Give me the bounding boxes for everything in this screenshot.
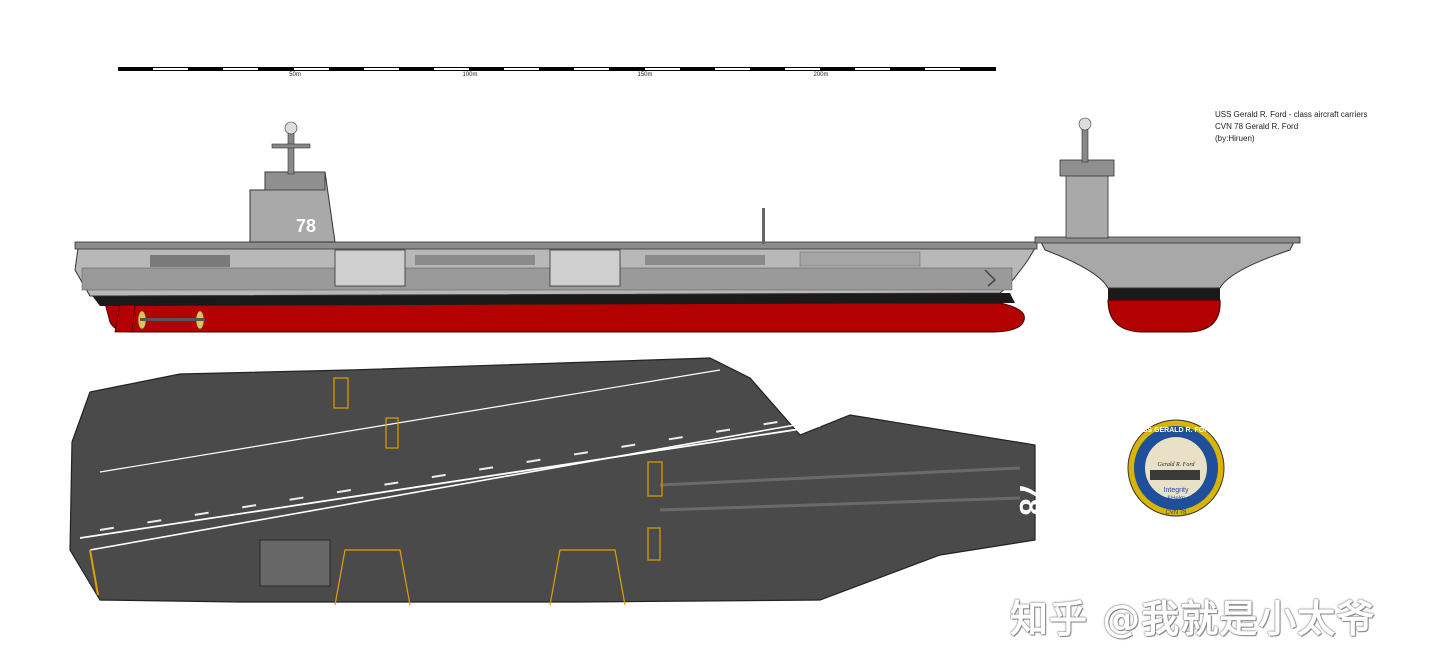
emblem-center (1145, 437, 1207, 499)
scale-label-50m: 50m (289, 72, 301, 78)
angled-deck-edge-line-2 (99, 369, 721, 473)
scale-segment (504, 68, 540, 70)
deck-elevator-4 (647, 527, 661, 561)
scale-label-100m: 100m (462, 72, 478, 78)
ship-emblem: USS GERALD R. FORD Gerald R. Ford Integr… (1127, 419, 1225, 517)
front-hull-underwater (1107, 299, 1221, 333)
top-view-flight-deck: 78 (69, 357, 1040, 606)
catapult-track-2 (659, 496, 1021, 512)
drawing-info: USS Gerald R. Ford - class aircraft carr… (1215, 109, 1367, 145)
angled-deck-centerline (99, 419, 791, 531)
scale-label-150m: 150m (637, 72, 653, 78)
scale-bar: 50m 100m 150m 200m (118, 60, 998, 84)
aft-mast (762, 208, 765, 244)
front-view (1034, 117, 1301, 333)
emblem-bottom-text: CVN 78 (1165, 510, 1187, 516)
deck-elevator-2 (385, 417, 399, 449)
mast-yard (271, 143, 311, 149)
catapult-track-1 (659, 466, 1021, 487)
scale-segment (714, 68, 750, 70)
emblem-top-text: USS GERALD R. FORD (1138, 427, 1215, 434)
landing-edge-yellow (89, 549, 99, 596)
front-island-upper (1059, 159, 1115, 177)
front-hull-gray (1039, 239, 1296, 289)
hull-boot-top (90, 293, 1015, 306)
scale-label-200m: 200m (813, 72, 829, 78)
side-profile-view: 78 (74, 121, 1038, 333)
scale-segment (855, 68, 891, 70)
emblem-ship-silhouette (1150, 470, 1200, 480)
info-author: (by:Hiruen) (1215, 134, 1255, 143)
emblem-signature: Gerald R. Ford (1158, 462, 1196, 468)
info-class-title: USS Gerald R. Ford - class aircraft carr… (1215, 110, 1368, 119)
side-detail-2 (415, 255, 535, 265)
scale-segment (644, 68, 680, 70)
runway-line (79, 425, 821, 539)
bow-anchor (984, 269, 997, 287)
scale-segment (293, 68, 329, 70)
hull-darker-band (81, 267, 1013, 291)
watermark: 知乎 @我就是小太爷 (1010, 597, 1376, 641)
emblem-motto-1: Integrity (1164, 487, 1189, 494)
scale-bar-line (118, 67, 996, 71)
deck-elevator-1 (333, 377, 349, 409)
elevator-opening-1 (334, 249, 406, 287)
scale-segment (363, 68, 399, 70)
deck-elevator-3 (647, 461, 663, 497)
island-mast (287, 131, 295, 175)
side-detail-4 (799, 251, 921, 267)
scale-segment (925, 68, 961, 70)
front-radome (1078, 117, 1092, 131)
elevator-opening-2 (549, 249, 621, 287)
scale-segment (433, 68, 469, 70)
flight-deck-edge (74, 241, 1038, 250)
scale-segment (784, 68, 820, 70)
info-ship-name: CVN 78 Gerald R. Ford (1215, 122, 1299, 131)
hull-underwater (104, 302, 1025, 333)
front-island (1065, 173, 1109, 239)
island-bridge (264, 171, 326, 191)
side-detail-3 (645, 255, 765, 265)
front-flight-deck (1034, 236, 1301, 244)
flight-deck-outline (69, 357, 1036, 603)
deck-number-label: 78 (1013, 482, 1040, 515)
scale-segment (153, 68, 189, 70)
rudder (114, 304, 136, 333)
front-mast (1081, 127, 1089, 163)
emblem-motto-2: &Helm (1167, 496, 1185, 502)
deck-elevator-6 (549, 549, 626, 606)
propeller-shaft (140, 318, 205, 321)
deck-elevator-5 (334, 549, 411, 606)
scale-segment (223, 68, 259, 70)
angled-deck-edge-line-1 (89, 424, 796, 551)
scale-segment (574, 68, 610, 70)
front-boot-top (1108, 288, 1220, 300)
side-detail-1 (150, 255, 230, 267)
island-footprint (259, 539, 331, 587)
hull-number-label: 78 (296, 216, 316, 236)
mast-radome (284, 121, 298, 135)
